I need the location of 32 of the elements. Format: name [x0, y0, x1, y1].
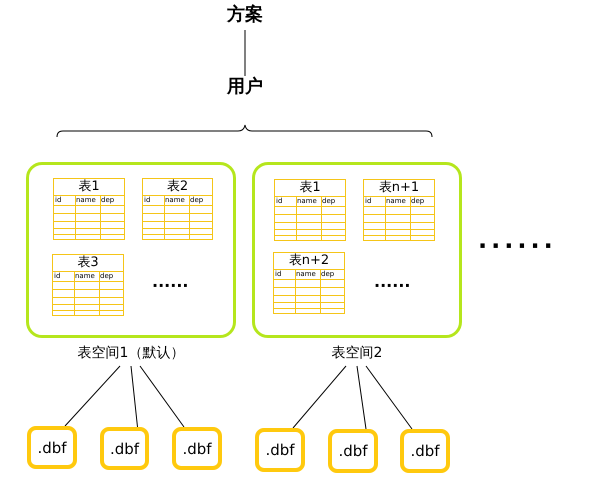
- table-title: 表1: [298, 180, 322, 196]
- table-title: 表3: [76, 255, 100, 271]
- connector-line: [64, 366, 120, 426]
- table-title: 表1: [77, 179, 101, 195]
- table-title: 表n+1: [378, 180, 420, 196]
- table-title: 表n+2: [288, 253, 330, 269]
- ellipsis: ······: [152, 276, 188, 295]
- connector-line: [140, 366, 184, 428]
- tablespace-caption: 表空间1（默认）: [76, 344, 186, 362]
- tablespace-caption: 表空间2: [330, 344, 384, 362]
- heading-label: 用户: [215, 76, 275, 100]
- connector-line: [244, 30, 246, 76]
- file-box: .dbf: [172, 427, 222, 470]
- ellipsis: ······: [478, 232, 557, 260]
- table-grid: [52, 254, 124, 316]
- table-grid: [142, 178, 213, 240]
- table-grid: [53, 178, 125, 240]
- file-box: .dbf: [255, 428, 305, 472]
- table-grid: [363, 179, 435, 241]
- connector-line: [356, 366, 366, 430]
- ellipsis: ······: [374, 276, 410, 295]
- table-grid: [273, 252, 345, 314]
- file-box: .dbf: [100, 427, 149, 470]
- connector-line: [292, 366, 346, 428]
- file-box: .dbf: [400, 429, 450, 473]
- table-grid: [274, 179, 346, 241]
- table-title: 表2: [166, 179, 190, 195]
- connector-line: [366, 366, 412, 430]
- heading-label: 方案: [215, 4, 275, 28]
- file-box: .dbf: [27, 426, 77, 469]
- file-box: .dbf: [328, 429, 378, 473]
- connector-line: [130, 366, 138, 428]
